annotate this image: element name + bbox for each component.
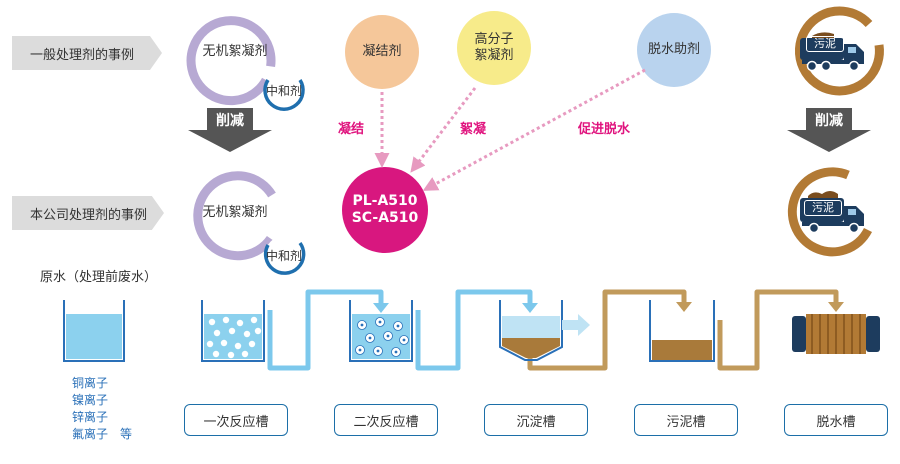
inorganic-flocculant-ring-top bbox=[186, 16, 276, 106]
coagulant-circle bbox=[345, 15, 419, 89]
row-label-company: 本公司处理剂的事例 bbox=[12, 196, 164, 230]
row-label-general: 一般处理剂的事例 bbox=[12, 36, 162, 70]
sludge-truck-icon-top bbox=[800, 32, 864, 72]
polymer-label-line2: 絮凝剂 bbox=[474, 48, 514, 63]
inorganic-flocculant-ring-bottom bbox=[193, 171, 276, 261]
neutralizer-label-bottom: 中和剂 bbox=[265, 249, 302, 263]
ion-nickel: 镍离子 bbox=[72, 393, 109, 407]
reduce-arrow-left bbox=[188, 108, 272, 152]
raw-water-label: 原水（处理前废水） bbox=[40, 270, 158, 285]
effect-flocculation: 絮凝 bbox=[460, 122, 487, 137]
sludge-ring-bottom bbox=[787, 167, 873, 257]
sludge-truck-icon-bottom bbox=[800, 191, 864, 234]
ion-fluoride: 氟离子 等 bbox=[72, 427, 133, 441]
ion-zinc: 锌离子 bbox=[72, 410, 109, 424]
polymer-flocculant-circle bbox=[457, 11, 531, 85]
sludge-label-bottom: 污泥 bbox=[804, 200, 842, 216]
sludge-label-top: 污泥 bbox=[806, 36, 844, 52]
flocculation-arrow bbox=[410, 87, 477, 173]
reduce-label-right: 削减 bbox=[815, 113, 843, 129]
pipe-arrowhead-3 bbox=[676, 302, 692, 312]
dewatering-aid-label: 脱水助剂 bbox=[647, 42, 700, 57]
stage-sedimentation: 沉淀槽 bbox=[484, 404, 588, 436]
stage-sludge: 污泥槽 bbox=[634, 404, 738, 436]
polymer-label-line1: 高分子 bbox=[474, 32, 514, 47]
dewatering-aid-circle bbox=[637, 13, 711, 87]
reduce-label-left: 削减 bbox=[216, 113, 244, 129]
pipe-arrowhead-4 bbox=[828, 302, 844, 312]
neutralizer-label-top: 中和剂 bbox=[265, 84, 302, 98]
inorganic-flocculant-label-bottom: 无机絮凝剂 bbox=[202, 205, 268, 220]
product-label-line1: PL-A510 bbox=[352, 193, 418, 209]
product-label-line2: SC-A510 bbox=[351, 210, 419, 226]
sludge-ring-top bbox=[795, 6, 884, 96]
ion-copper: 铜离子 bbox=[72, 376, 109, 390]
secondary-reaction-tank bbox=[349, 300, 413, 362]
dewatering-arrow bbox=[422, 68, 646, 191]
raw-water-tank bbox=[63, 300, 125, 362]
neutralizer-ring-bottom bbox=[263, 236, 306, 275]
dewatering-press-icon bbox=[792, 314, 880, 354]
stage-secondary-reaction: 二次反应槽 bbox=[334, 404, 438, 436]
sedimentation-tank bbox=[499, 300, 590, 361]
effect-coagulation: 凝结 bbox=[338, 122, 365, 137]
inorganic-flocculant-label-top: 无机絮凝剂 bbox=[202, 44, 268, 59]
effect-promote-dewatering: 促进脱水 bbox=[578, 122, 631, 137]
water-pipes bbox=[267, 289, 533, 371]
stage-primary-reaction: 一次反应槽 bbox=[184, 404, 288, 436]
neutralizer-ring-top bbox=[263, 71, 305, 111]
stage-dewatering: 脱水槽 bbox=[784, 404, 888, 436]
coagulant-label: 凝结剂 bbox=[362, 44, 402, 59]
pipe-arrowhead-2 bbox=[522, 303, 538, 313]
primary-reaction-tank bbox=[201, 300, 265, 362]
reduce-arrow-right bbox=[787, 108, 871, 152]
product-circle bbox=[342, 167, 428, 253]
pipe-arrowhead-1 bbox=[373, 303, 389, 313]
sludge-pipes bbox=[527, 289, 839, 371]
sludge-tank bbox=[649, 300, 715, 362]
